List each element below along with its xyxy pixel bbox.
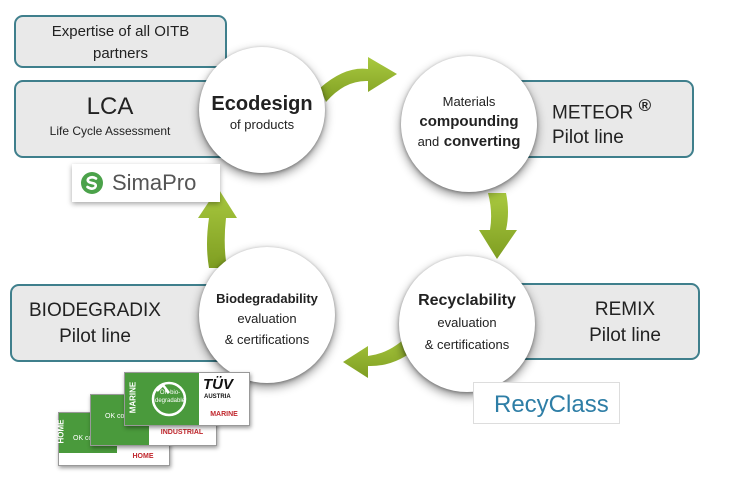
cert-home-ok-text: OK co — [73, 435, 93, 442]
arrow-materials-to-recyclability — [479, 193, 517, 259]
biodegradability-title: Biodegradability — [216, 291, 318, 306]
cert-industrial-ok-text: OK co — [105, 413, 125, 420]
expertise-line2: partners — [92, 45, 149, 62]
cert-marine-sidebar-text: MARINE — [128, 381, 138, 414]
materials-line3: and converting — [401, 132, 537, 152]
lca-subtitle: Life Cycle Assessment — [49, 124, 171, 138]
expertise-box: Expertise of all OITB partners — [14, 15, 227, 68]
cert-home-banner: HOME — [132, 453, 154, 460]
remix-line2: Pilot line — [589, 325, 661, 346]
materials-line2: compounding — [419, 113, 519, 130]
biodegradix-line1: BIODEGRADIX — [29, 300, 161, 321]
simapro-s-icon — [81, 172, 103, 194]
recycle-arrow-icon — [151, 381, 187, 417]
materials-line1: Materials — [442, 94, 496, 109]
ecodesign-circle: Ecodesign of products — [199, 47, 325, 173]
expertise-line1: Expertise of all OITB — [51, 23, 190, 40]
arrow-biodegradability-to-ecodesign — [198, 188, 237, 268]
recyclability-title: Recyclability — [418, 292, 516, 309]
recyclability-circle: Recyclability evaluation & certification… — [399, 256, 535, 392]
cert-label-marine: MARINE OK bio-degradable TÜV AUSTRIA MAR… — [124, 372, 250, 426]
meteor-line1: METEOR ® — [552, 94, 692, 125]
arrow-recyclability-to-biodegradability — [343, 333, 418, 378]
ecodesign-subtitle: of products — [229, 117, 295, 132]
cert-marine-banner: MARINE — [210, 411, 238, 418]
remix-line1: REMIX — [594, 299, 656, 320]
cert-marine-green: MARINE OK bio-degradable — [125, 373, 199, 425]
biodegradability-line2: evaluation — [237, 311, 297, 326]
biodegradix-line2: Pilot line — [59, 326, 131, 347]
recyclability-line3: & certifications — [424, 337, 510, 352]
simapro-text: SimaPro — [112, 170, 197, 195]
lca-title: LCA — [86, 93, 134, 120]
recyclass-text: RecyClass — [494, 391, 609, 418]
arrow-ecodesign-to-materials — [320, 57, 397, 102]
recyclass-logo: RecyClass — [473, 382, 620, 424]
meteor-line2: Pilot line — [552, 127, 624, 149]
materials-line3-prefix: and — [417, 134, 440, 149]
biodegradix-box: BIODEGRADIX Pilot line — [10, 284, 235, 362]
materials-line3-bold: converting — [443, 133, 521, 150]
tuv-logo-line2: AUSTRIA — [204, 394, 231, 400]
simapro-logo: SimaPro — [72, 164, 220, 202]
cert-industrial-banner: INDUSTRIAL — [160, 429, 204, 436]
cert-marine-ok-text: OK bio-degradable — [154, 390, 186, 404]
meteor-label: METEOR — [552, 102, 634, 124]
tuv-logo-line1: TÜV — [203, 376, 233, 393]
biodegradability-line3: & certifications — [224, 332, 310, 347]
registered-mark: ® — [638, 96, 652, 115]
biodegradability-circle: Biodegradability evaluation & certificat… — [199, 247, 335, 383]
ecodesign-title: Ecodesign — [211, 93, 313, 115]
cert-home-sidebar-text: HOME — [56, 419, 66, 444]
recyclability-line2: evaluation — [437, 315, 497, 330]
materials-circle: Materials compounding and converting — [401, 56, 537, 192]
certification-labels: HOME OK co HOME OK co INDUSTRIAL MARINE … — [56, 372, 250, 466]
